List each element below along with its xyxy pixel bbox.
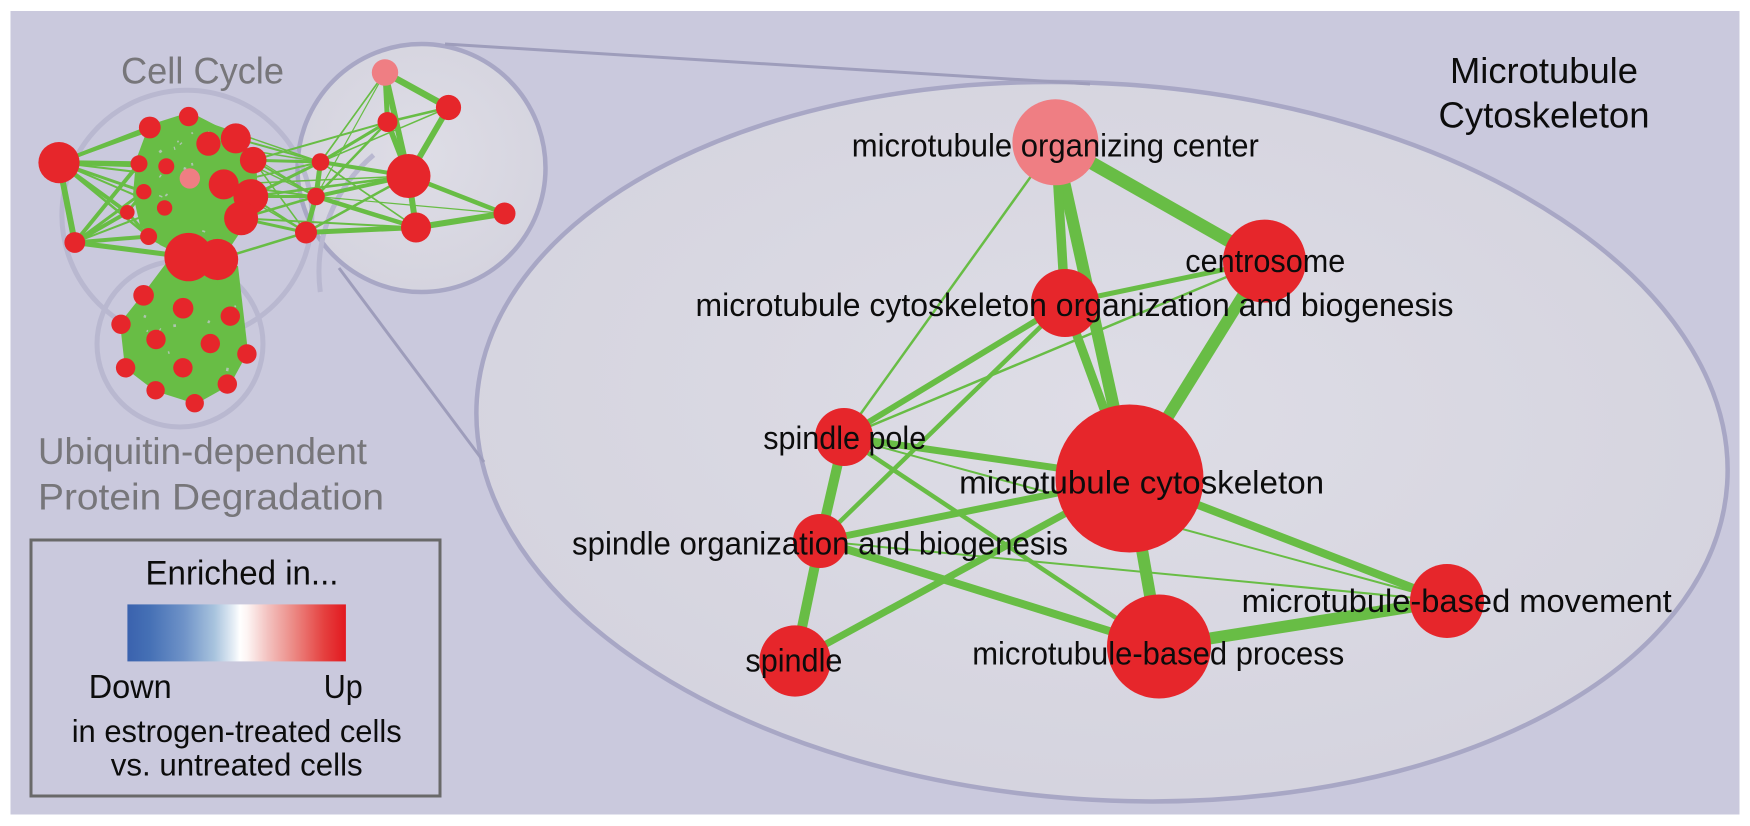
svg-text:microtubule organizing center: microtubule organizing center [852,128,1259,164]
svg-text:spindle: spindle [745,643,842,679]
svg-text:Down: Down [89,668,172,705]
svg-text:spindle organization and bioge: spindle organization and biogenesis [572,526,1068,562]
svg-text:Protein Degradation: Protein Degradation [38,476,384,517]
svg-text:Cytoskeleton: Cytoskeleton [1439,94,1650,135]
svg-text:microtubule cytoskeleton organ: microtubule cytoskeleton organization an… [696,287,1454,323]
svg-text:Up: Up [324,668,363,705]
svg-text:vs. untreated cells: vs. untreated cells [111,747,363,783]
svg-text:spindle pole: spindle pole [763,420,926,456]
svg-text:centrosome: centrosome [1185,243,1345,279]
svg-text:Cell Cycle: Cell Cycle [121,50,284,91]
svg-text:Ubiquitin-dependent: Ubiquitin-dependent [38,431,368,472]
svg-text:microtubule-based movement: microtubule-based movement [1242,583,1672,619]
svg-text:microtubule cytoskeleton: microtubule cytoskeleton [959,465,1324,501]
svg-text:Enriched in...: Enriched in... [146,554,339,592]
svg-text:in estrogen-treated cells: in estrogen-treated cells [72,713,402,749]
svg-text:microtubule-based process: microtubule-based process [972,636,1344,672]
svg-text:Microtubule: Microtubule [1450,50,1638,91]
